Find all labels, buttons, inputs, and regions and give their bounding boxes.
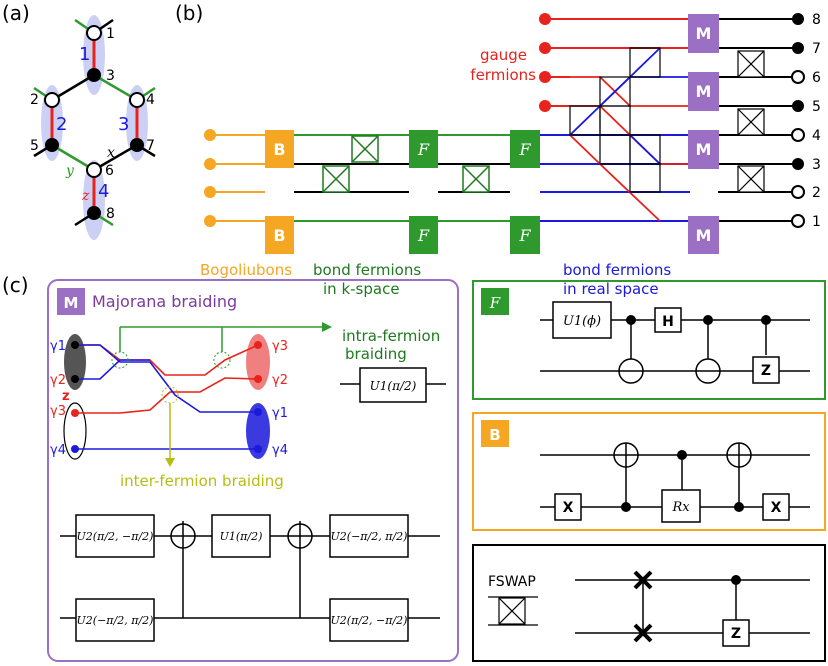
svg-text:in k-space: in k-space — [323, 280, 400, 298]
site-8 — [87, 206, 101, 220]
svg-text:2: 2 — [812, 185, 821, 201]
svg-text:z: z — [62, 389, 70, 404]
site-3 — [87, 68, 101, 82]
site-label-7: 7 — [146, 138, 155, 154]
site-4 — [129, 92, 145, 108]
svg-text:γ4: γ4 — [50, 443, 66, 458]
svg-text:U1(π/2): U1(π/2) — [370, 379, 417, 393]
gate-m-4 — [688, 216, 719, 254]
pair-number-2: 2 — [56, 114, 67, 135]
panel-b: (b) — [175, 1, 821, 298]
site-6 — [86, 162, 102, 178]
svg-text:F: F — [417, 226, 430, 245]
bond-k-label: bond fermions — [313, 261, 421, 279]
svg-text:braiding: braiding — [345, 345, 407, 363]
gate-m-3 — [688, 130, 719, 169]
bond-label-z: z — [81, 188, 90, 204]
svg-text:γ4: γ4 — [272, 443, 288, 458]
site-label-1: 1 — [106, 26, 115, 42]
pair-number-3: 3 — [118, 114, 129, 135]
svg-text:F: F — [489, 294, 501, 312]
svg-text:F: F — [518, 140, 531, 159]
svg-text:Z: Z — [761, 363, 771, 379]
gate-f-3 — [510, 130, 540, 168]
svg-text:M: M — [64, 294, 79, 312]
box-fswap: FSWAP Z — [472, 544, 826, 662]
site-label-5: 5 — [30, 138, 39, 154]
svg-text:M: M — [696, 82, 712, 101]
pair-number-1: 1 — [79, 44, 90, 65]
svg-text:B: B — [273, 140, 285, 159]
svg-text:B: B — [273, 226, 285, 245]
svg-text:1: 1 — [812, 214, 821, 230]
panel-a: (a) 1 3 2 4 5 7 6 8 1 2 3 4 x y z — [2, 1, 156, 240]
svg-text:γ1: γ1 — [272, 406, 288, 421]
svg-text:γ3: γ3 — [272, 339, 288, 354]
panel-c-label: (c) — [2, 273, 29, 297]
site-label-6: 6 — [105, 163, 114, 179]
svg-text:3: 3 — [812, 157, 821, 173]
box-f: F U1(ϕ) H Z — [472, 280, 826, 400]
pair-number-4: 4 — [98, 181, 109, 202]
svg-text:Z: Z — [731, 626, 741, 642]
svg-text:7: 7 — [812, 41, 821, 57]
svg-text:M: M — [696, 226, 712, 245]
site-label-3: 3 — [106, 68, 115, 84]
svg-text:U2(π/2, −π/2): U2(π/2, −π/2) — [331, 614, 408, 627]
svg-text:U2(π/2, −π/2): U2(π/2, −π/2) — [77, 530, 154, 543]
svg-text:F: F — [518, 226, 531, 245]
svg-text:γ3: γ3 — [50, 404, 66, 419]
svg-text:M: M — [696, 24, 712, 43]
panel-c: (c) M Majorana braiding γ1 γ2 γ3 γ4 γ3 γ… — [2, 273, 459, 662]
svg-text:γ2: γ2 — [50, 373, 66, 388]
svg-text:X: X — [563, 500, 574, 516]
site-label-2: 2 — [30, 92, 39, 108]
bond-label-x: x — [107, 145, 115, 161]
gate-m-2 — [688, 72, 719, 111]
svg-text:FSWAP: FSWAP — [488, 574, 536, 590]
svg-text:8: 8 — [812, 12, 821, 28]
svg-text:X: X — [771, 500, 782, 516]
svg-text:M: M — [696, 140, 712, 159]
gate-b-bottom: B — [265, 216, 294, 254]
majorana-title: Majorana braiding — [92, 292, 237, 311]
gauge-label: gauge — [480, 46, 527, 64]
bond-real-label: bond fermions — [563, 261, 671, 279]
box-b: B X Rx X — [472, 412, 826, 531]
gate-f-4 — [510, 216, 540, 254]
panel-b-label: (b) — [175, 1, 203, 25]
site-label-8: 8 — [106, 206, 115, 222]
svg-text:6: 6 — [812, 70, 821, 86]
site-7 — [130, 138, 144, 152]
svg-text:in real space: in real space — [563, 280, 659, 298]
gate-f-1 — [409, 130, 438, 168]
svg-text:B: B — [489, 426, 500, 444]
inter-braiding-label: inter-fermion braiding — [120, 472, 284, 490]
svg-text:U1(ϕ): U1(ϕ) — [563, 314, 601, 329]
gate-f-2 — [409, 216, 438, 254]
svg-text:U2(−π/2, π/2): U2(−π/2, π/2) — [77, 614, 154, 627]
majorana-badge — [57, 288, 85, 315]
svg-text:U2(−π/2, π/2): U2(−π/2, π/2) — [331, 530, 408, 543]
panel-a-label: (a) — [2, 1, 30, 25]
svg-text:fermions: fermions — [470, 66, 536, 84]
svg-text:Rx: Rx — [671, 500, 690, 515]
gate-b-top: B — [265, 130, 294, 168]
intra-braiding-label: intra-fermion — [342, 327, 440, 345]
svg-text:H: H — [662, 314, 674, 330]
svg-text:γ1: γ1 — [50, 339, 66, 354]
svg-text:U1(π/2): U1(π/2) — [220, 530, 263, 543]
site-1 — [86, 25, 102, 41]
svg-text:F: F — [417, 140, 430, 159]
site-5 — [45, 138, 59, 152]
gate-m-1 — [688, 14, 719, 53]
bond-label-y: y — [65, 163, 75, 179]
svg-text:4: 4 — [812, 128, 821, 144]
bogoliubons-label: Bogoliubons — [200, 261, 292, 279]
site-2 — [44, 92, 60, 108]
svg-text:5: 5 — [812, 99, 821, 115]
site-label-4: 4 — [146, 92, 155, 108]
svg-text:γ2: γ2 — [272, 373, 288, 388]
